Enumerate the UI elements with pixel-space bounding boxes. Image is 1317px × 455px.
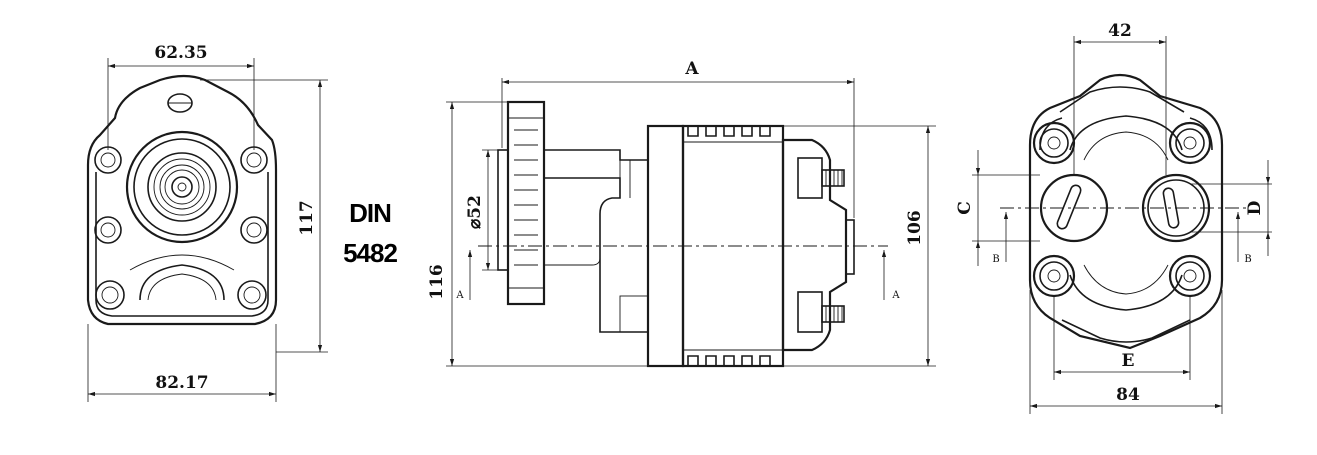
- bolt-bottom: [821, 305, 845, 323]
- side-section-mark-left: A: [455, 290, 464, 301]
- side-dim-shaft-diameter: ⌀52: [465, 195, 485, 229]
- bolt-top: [821, 169, 845, 187]
- din-standard-line2: 5482: [343, 238, 397, 268]
- rear-bolt-bl: [1032, 254, 1076, 298]
- side-dim-overall-height: 116: [427, 264, 447, 300]
- front-dim-top: 62.35: [154, 43, 207, 63]
- rear-dim-port-c: C: [955, 201, 975, 215]
- side-dim-length: A: [684, 59, 699, 79]
- front-dim-bottom: 82.17: [155, 373, 208, 393]
- side-section-mark-right: A: [891, 290, 900, 301]
- din-standard-line1: DIN: [349, 198, 391, 228]
- rear-view: 42 C D B B E 84: [955, 21, 1272, 414]
- rear-dim-width: 84: [1116, 385, 1140, 405]
- rear-bolt-tl: [1032, 121, 1076, 165]
- front-dim-height: 117: [297, 200, 317, 236]
- front-view: 62.35 117 82.17: [86, 43, 328, 402]
- side-dim-body-height: 106: [905, 210, 925, 246]
- rear-section-mark-left: B: [992, 254, 999, 265]
- rear-dim-top: 42: [1108, 21, 1132, 41]
- rear-dim-port-d: D: [1245, 200, 1265, 215]
- rear-bolt-br: [1168, 254, 1212, 298]
- side-view: A ⌀52 116 106 A A: [427, 59, 936, 368]
- rear-bolt-tr: [1168, 121, 1212, 165]
- rear-section-mark-right: B: [1244, 254, 1251, 265]
- rear-dim-bolt-spacing: E: [1122, 351, 1135, 371]
